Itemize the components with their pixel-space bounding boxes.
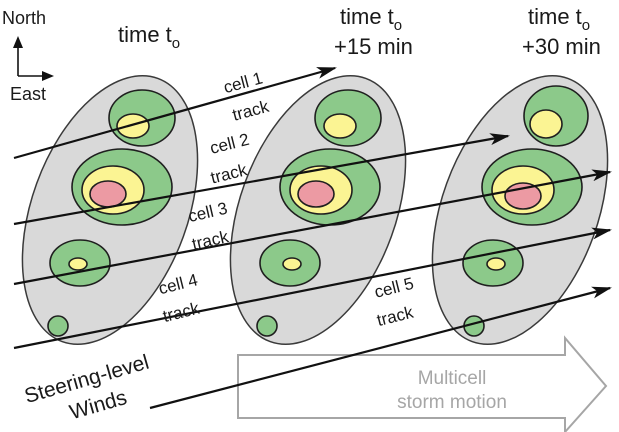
cell5-track-word: track bbox=[375, 303, 416, 330]
cell4-track-line bbox=[13, 227, 612, 350]
cell3-track-line bbox=[13, 169, 612, 286]
cell1-mid bbox=[529, 109, 563, 139]
cell2-core bbox=[297, 180, 335, 208]
cell2-core bbox=[89, 180, 127, 208]
north-label: North bbox=[2, 8, 46, 28]
compass: North East bbox=[2, 8, 54, 104]
cell3-mid bbox=[68, 257, 88, 271]
title-t30: time to +30 min bbox=[522, 4, 601, 59]
cells-t30 bbox=[462, 85, 589, 337]
cell1-track-line bbox=[13, 66, 337, 160]
title-t15-main: time to bbox=[340, 4, 402, 34]
title-t0: time to bbox=[118, 22, 180, 52]
title-t0-main: time to bbox=[118, 22, 180, 52]
steering-winds-label: Steering-level Winds bbox=[22, 351, 152, 425]
title-t30-suffix: +30 min bbox=[522, 34, 601, 59]
title-t30-main: time to bbox=[528, 4, 590, 34]
north-arrow-icon bbox=[13, 36, 23, 48]
cell1-track-word: track bbox=[230, 97, 271, 125]
cells-t0 bbox=[47, 89, 176, 337]
cell2-name: cell 2 bbox=[208, 130, 251, 158]
cell1-mid bbox=[323, 113, 357, 139]
cell1-mid bbox=[116, 113, 150, 139]
cell5-name: cell 5 bbox=[373, 274, 416, 302]
cell2-track-line bbox=[13, 133, 510, 226]
east-arrow-icon bbox=[42, 71, 54, 81]
cell4-outer bbox=[47, 315, 69, 337]
cell3-mid bbox=[486, 257, 506, 271]
east-label: East bbox=[10, 84, 46, 104]
cell4-outer bbox=[256, 315, 278, 337]
cell5-track-label: cell 5 track bbox=[373, 274, 416, 330]
motion-label-2: storm motion bbox=[397, 392, 507, 413]
cell4-track-word: track bbox=[161, 299, 202, 326]
cell5-track-line bbox=[149, 286, 612, 410]
cells-t15 bbox=[256, 89, 382, 337]
cell3-track-word: track bbox=[190, 227, 231, 254]
cell3-track-label: cell 3 track bbox=[186, 199, 231, 254]
title-t15: time to +15 min bbox=[334, 4, 413, 59]
cell3-mid bbox=[282, 257, 302, 271]
title-t15-suffix: +15 min bbox=[334, 34, 413, 59]
motion-label-1: Multicell bbox=[418, 368, 487, 389]
